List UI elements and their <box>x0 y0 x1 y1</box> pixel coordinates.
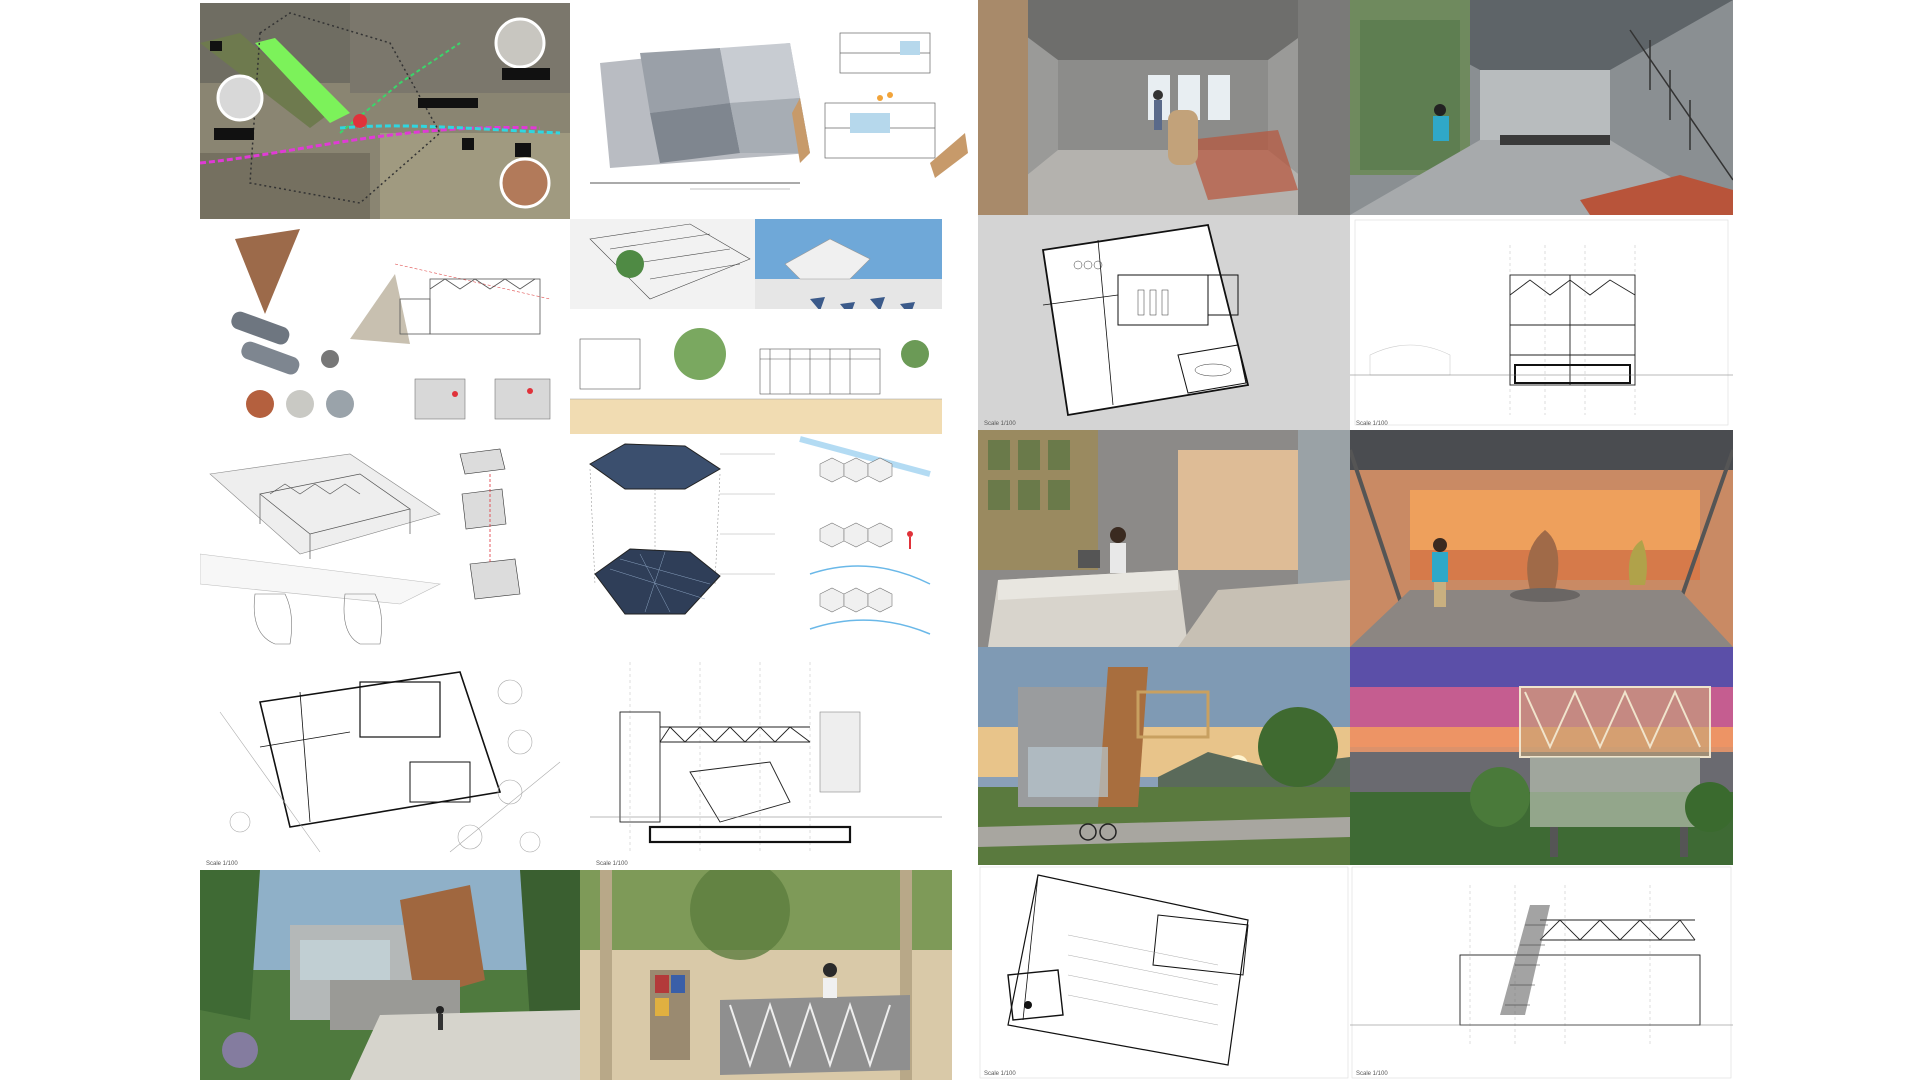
interior-render-2-panel <box>1350 0 1733 215</box>
interior-render-reception <box>978 430 1350 647</box>
floor-plan-panel-1: Scale 1/100 <box>200 652 570 870</box>
museum-icon <box>214 128 254 140</box>
axonometric-drawing <box>200 448 521 645</box>
roof-detail-panel <box>570 3 970 219</box>
floor-plan-panel-2: Scale 1/100 <box>978 215 1350 430</box>
concept-diagram <box>231 229 551 420</box>
green-park-strip <box>255 38 350 123</box>
axonometric-panel <box>200 434 570 652</box>
concept-diagram-panel <box>200 219 570 434</box>
section-panel-3: Scale 1/100 <box>1350 865 1733 1080</box>
scale-label: Scale 1/100 <box>206 861 238 867</box>
floor-plan-panel-3: Scale 1/100 <box>978 865 1350 1080</box>
reception-render <box>580 870 952 1080</box>
scale-label: Scale 1/100 <box>984 421 1016 427</box>
interior-render-corridor <box>1350 0 1733 215</box>
hexagon-pavilion-diagram <box>589 436 931 635</box>
floor-plan-drawing-2 <box>1041 223 1250 417</box>
exterior-render-dusk-panel <box>978 647 1350 865</box>
building-icon <box>502 68 550 80</box>
interior-render-4-panel <box>1350 430 1733 647</box>
section-drawing-2 <box>1350 219 1733 426</box>
interior-render-3-panel <box>978 430 1350 647</box>
scale-label: Scale 1/100 <box>596 861 628 867</box>
section-drawing-3 <box>1350 866 1733 1079</box>
scale-label: Scale 1/100 <box>984 1071 1016 1077</box>
tree-icon <box>210 41 222 51</box>
exterior-render-sunset-panel <box>1350 647 1733 865</box>
section-drawing-1 <box>590 662 942 852</box>
roof-tiles-render <box>590 32 968 190</box>
interior-render-1-panel <box>978 0 1350 215</box>
interior-render-gallery <box>978 0 1350 215</box>
exterior-render-daylight <box>200 870 580 1080</box>
site-aerial-map <box>200 3 570 219</box>
hexagon-pavilion-panel <box>570 434 942 652</box>
section-panel-1: Scale 1/100 <box>590 652 942 870</box>
site-map-panel <box>200 3 570 219</box>
floor-plan-drawing-3 <box>979 866 1349 1079</box>
exterior-render-dusk <box>978 647 1350 865</box>
exterior-render-sunset <box>1350 647 1733 865</box>
section-panel-2: Scale 1/100 <box>1350 215 1733 430</box>
location-pin-icon <box>353 114 367 128</box>
exterior-render-daylight-panel <box>200 870 580 1080</box>
sketch-collage-panel <box>570 219 942 434</box>
sketch-collage <box>570 219 942 434</box>
parking-icon <box>462 138 474 150</box>
scale-label: Scale 1/100 <box>1356 421 1388 427</box>
museum-icon-2 <box>515 143 531 157</box>
tools-icon <box>418 98 478 108</box>
reception-render-panel <box>580 870 952 1080</box>
interior-render-sculpture-sunset <box>1350 430 1733 647</box>
floor-plan-drawing-1 <box>219 671 561 853</box>
scale-label: Scale 1/100 <box>1356 1071 1388 1077</box>
